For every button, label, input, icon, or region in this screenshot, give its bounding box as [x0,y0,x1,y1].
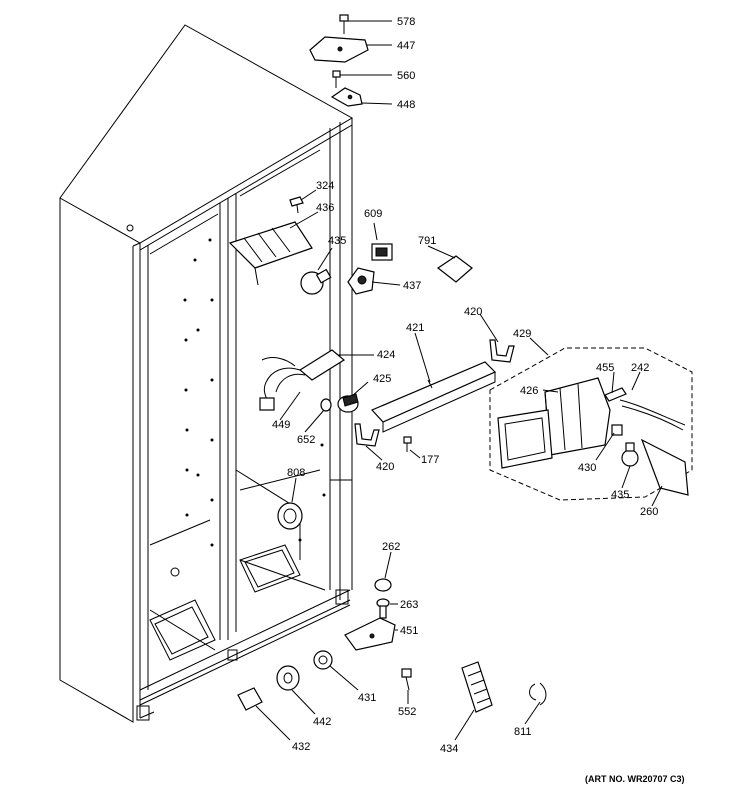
cover-791 [436,255,473,283]
callout-425: 425 [373,373,391,385]
bottom-hinge-451 [344,617,396,651]
part-431 [313,650,333,670]
callout-177: 177 [421,454,439,466]
callout-436: 436 [316,202,334,214]
callout-447: 447 [397,40,415,52]
part-262 [374,578,392,592]
part-455 [604,387,627,402]
control-knob-425 [337,393,359,413]
switch-430 [611,424,623,436]
hinge-cover-447 [309,36,369,63]
callout-560: 560 [397,70,415,82]
light-bulb-435 [300,268,332,295]
callout-434: 434 [440,743,458,755]
light-bulb-435-b [621,442,639,467]
screw-578 [339,14,349,34]
callout-420a: 420 [464,306,482,318]
part-652 [320,398,332,412]
clip-420-bottom [354,423,380,447]
callout-429: 429 [513,328,531,340]
clip-811 [529,682,547,706]
top-hinge-448 [330,87,363,107]
callout-324: 324 [316,180,334,192]
callout-431: 431 [358,692,376,704]
callout-262: 262 [382,541,400,553]
callout-260: 260 [640,506,658,518]
callout-labels: 578 447 560 448 324 436 609 435 791 437 … [272,16,658,755]
callout-421: 421 [406,322,424,334]
harness-242 [619,399,686,431]
callout-552: 552 [398,706,416,718]
switch-609 [371,243,393,261]
control-housing-421 [370,361,497,433]
callout-451: 451 [400,625,418,637]
screw-324 [289,196,304,214]
callout-435b: 435 [611,489,629,501]
clip-420-top [489,339,515,363]
callout-435a: 435 [328,235,346,247]
callout-652: 652 [297,434,315,446]
art-number: (ART NO. WR20707 C3) [585,774,685,784]
light-socket-437 [347,267,375,295]
callout-437: 437 [403,280,421,292]
part-432 [237,687,263,711]
panel-430 [497,409,553,469]
callout-448: 448 [397,99,415,111]
callout-263: 263 [400,599,418,611]
pin-263 [376,598,390,619]
callout-432: 432 [292,741,310,753]
leader-lines [255,20,663,741]
callout-811: 811 [514,726,532,738]
screw-177 [403,436,412,452]
callout-808: 808 [287,467,305,479]
callout-449: 449 [272,419,290,431]
assembly-429-outline [489,347,693,501]
callout-242: 242 [631,362,649,374]
light-shield-436 [228,221,313,286]
screw-552 [401,668,412,691]
grille-434 [461,661,493,713]
grommet-808 [277,502,303,530]
refrigerator-case [59,24,354,723]
callout-424: 424 [377,349,395,361]
callout-442: 442 [313,716,331,728]
harness-424 [259,349,346,411]
callout-426: 426 [520,385,538,397]
callout-420b: 420 [376,461,394,473]
control-module-426 [544,377,611,456]
liner-holes [183,238,326,547]
callout-430: 430 [578,462,596,474]
callout-455: 455 [596,362,614,374]
callout-609: 609 [364,208,382,220]
part-442 [276,665,300,691]
light-cover-260 [640,438,689,496]
callout-791: 791 [418,235,436,247]
screw-560 [332,70,341,88]
callout-578: 578 [397,16,415,28]
